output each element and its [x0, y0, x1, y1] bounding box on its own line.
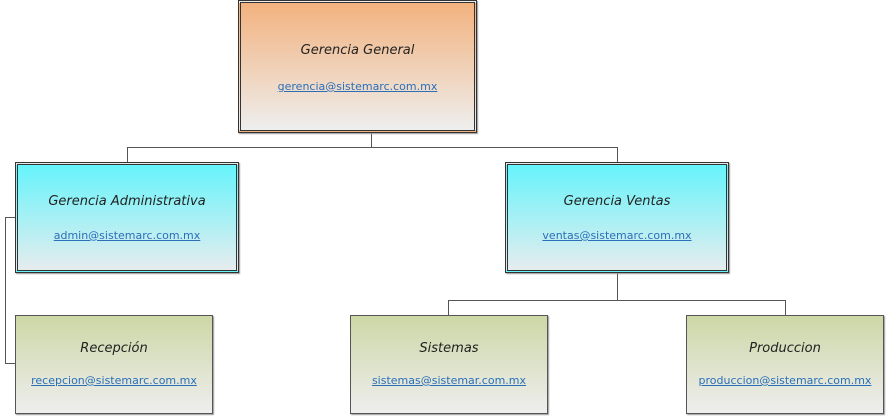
node-recepcion[interactable]: Recepción recepcion@sistemarc.com.mx — [15, 315, 213, 414]
node-produccion[interactable]: Produccion produccion@sistemarc.com.mx — [686, 315, 884, 414]
node-email-link[interactable]: produccion@sistemarc.com.mx — [698, 374, 872, 387]
node-gerencia-general[interactable]: Gerencia General gerencia@sistemarc.com.… — [238, 0, 477, 133]
node-email-link[interactable]: gerencia@sistemarc.com.mx — [277, 80, 438, 93]
connector — [785, 300, 786, 315]
node-gerencia-ventas[interactable]: Gerencia Ventas ventas@sistemarc.com.mx — [505, 162, 729, 273]
node-email-link[interactable]: ventas@sistemarc.com.mx — [542, 229, 692, 242]
connector — [127, 147, 618, 148]
connector — [617, 272, 618, 300]
node-title: Gerencia Administrativa — [48, 194, 206, 209]
connector — [448, 300, 786, 301]
connector — [5, 217, 6, 363]
node-title: Gerencia Ventas — [563, 194, 671, 209]
connector — [5, 217, 15, 218]
node-sistemas[interactable]: Sistemas sistemas@sistemar.com.mx — [350, 315, 548, 414]
node-gerencia-administrativa[interactable]: Gerencia Administrativa admin@sistemarc.… — [15, 162, 239, 273]
connector — [127, 147, 128, 162]
connector — [371, 132, 372, 147]
connector — [5, 363, 15, 364]
node-email-link[interactable]: admin@sistemarc.com.mx — [53, 229, 201, 242]
node-email-link[interactable]: recepcion@sistemarc.com.mx — [31, 374, 197, 387]
node-email-link[interactable]: sistemas@sistemar.com.mx — [371, 374, 527, 387]
node-title: Produccion — [749, 341, 821, 356]
connector — [617, 147, 618, 162]
connector — [448, 300, 449, 315]
node-title: Sistemas — [419, 341, 479, 356]
node-title: Gerencia General — [300, 43, 415, 58]
node-title: Recepción — [80, 341, 148, 356]
